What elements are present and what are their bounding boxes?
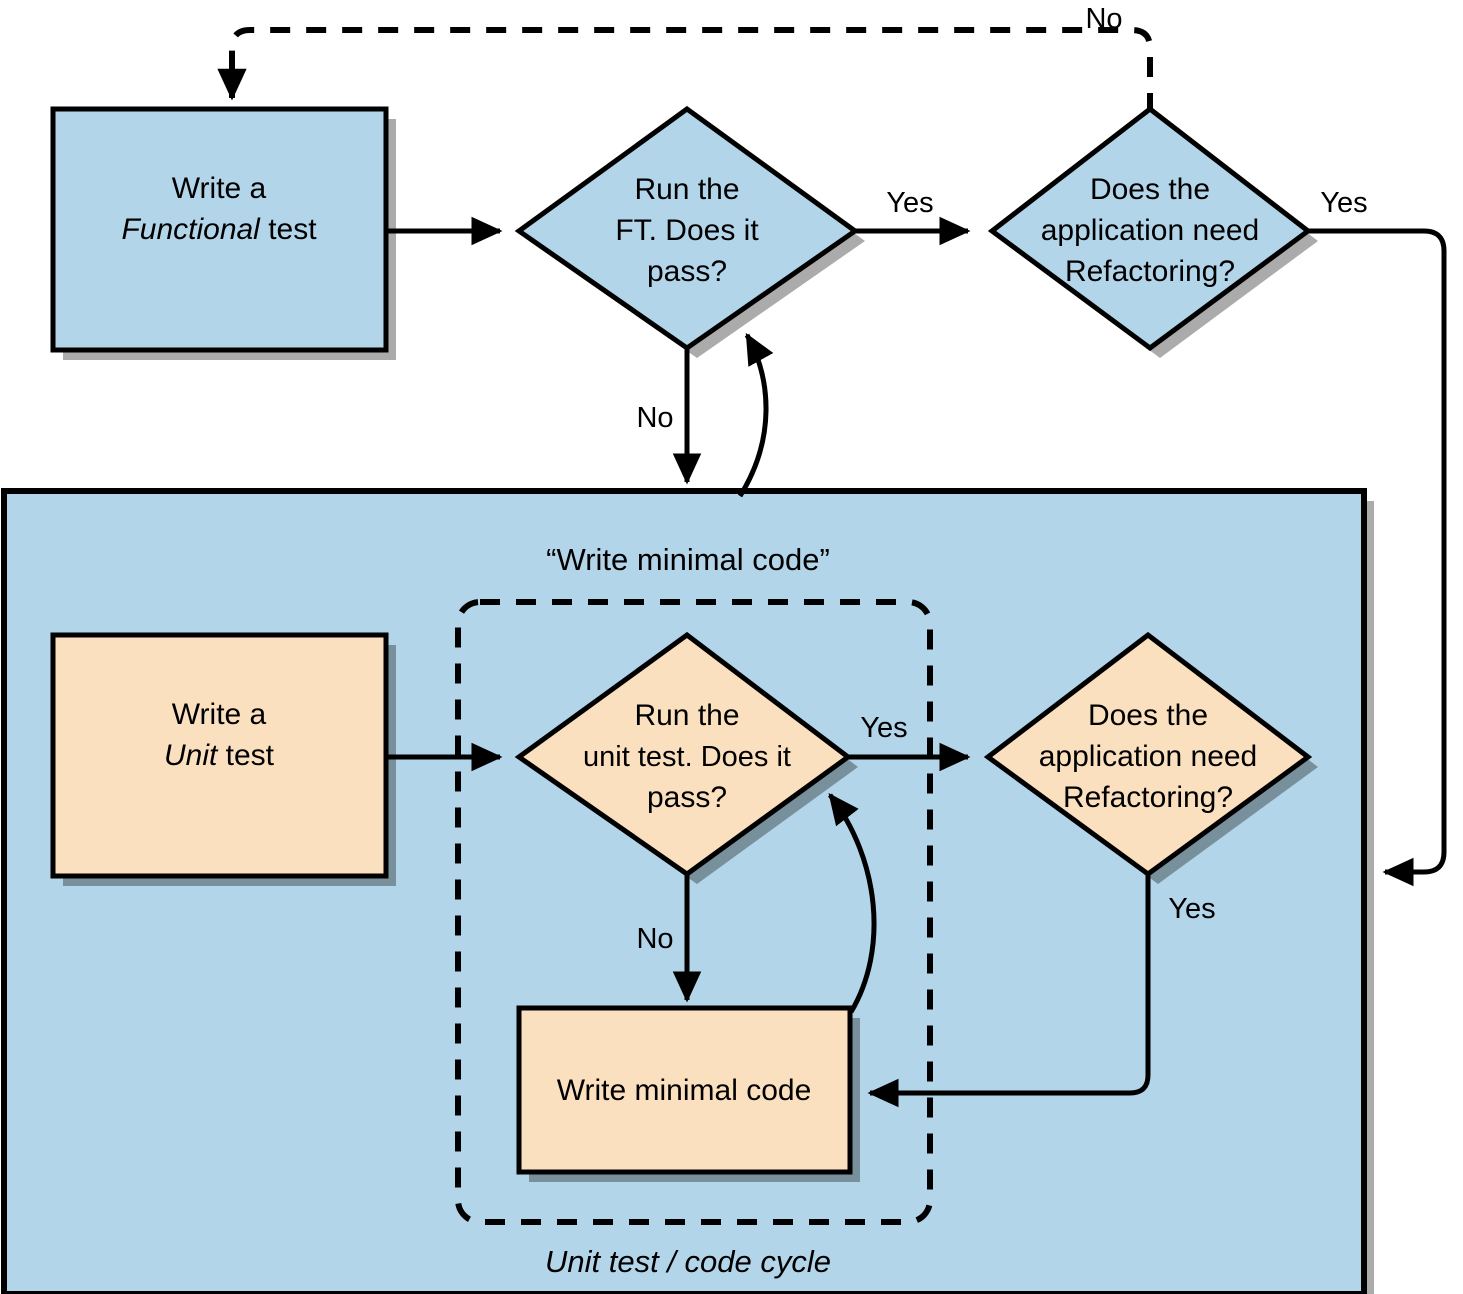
node-inner-refactoring-decision[interactable]: Does the application need Refactoring? — [983, 631, 1318, 884]
node-run-functional-test-decision[interactable]: Run the FT. Does it pass? — [514, 105, 865, 358]
outer-refactor-line3: Refactoring? — [1065, 255, 1235, 288]
node-write-unit-test[interactable]: Write a Unit test — [50, 632, 396, 886]
write-unit-test-line1: Write a — [172, 698, 267, 731]
write-functional-test-emphasis: Functional — [121, 213, 261, 246]
label-outer-refactor-no: No — [1085, 3, 1122, 35]
caption-unit-test-code-cycle: Unit test / code cycle — [545, 1244, 831, 1279]
run-ft-line2: FT. Does it — [615, 214, 759, 247]
write-unit-test-emphasis: Unit — [164, 739, 219, 772]
outer-refactor-line1: Does the — [1090, 173, 1210, 206]
node-write-minimal-code[interactable]: Write minimal code — [516, 1005, 860, 1182]
write-unit-test-line2-rest: test — [217, 739, 274, 772]
run-unit-line1: Run the — [634, 699, 739, 732]
connector-minimalcode-back-to-runft — [737, 332, 774, 498]
node-outer-refactoring-decision[interactable]: Does the application need Refactoring? — [987, 105, 1318, 358]
run-unit-line3: pass? — [647, 781, 727, 814]
run-ft-line3: pass? — [647, 255, 727, 288]
label-outer-ft-no: No — [636, 402, 673, 434]
caption-write-minimal-code: “Write minimal code” — [546, 542, 830, 577]
write-functional-test-line2-rest: test — [260, 213, 317, 246]
write-unit-test-line2: Unit test — [164, 739, 275, 772]
write-functional-test-line2: Functional test — [121, 213, 317, 246]
write-minimal-code-label: Write minimal code — [557, 1074, 812, 1107]
write-functional-test-line1: Write a — [172, 172, 267, 205]
node-write-functional-test[interactable]: Write a Functional test — [50, 106, 396, 360]
node-run-unit-test-decision[interactable]: Run the unit test. Does it pass? — [514, 631, 858, 884]
label-inner-refactor-yes: Yes — [1168, 893, 1215, 925]
connector-minimalcode-back-to-rununit — [828, 793, 877, 1014]
label-inner-unit-no: No — [636, 923, 673, 955]
outer-refactor-line2: application need — [1041, 214, 1260, 247]
label-inner-unit-yes: Yes — [860, 712, 907, 744]
run-ft-line1: Run the — [634, 173, 739, 206]
inner-refactor-line1: Does the — [1088, 699, 1208, 732]
run-unit-line2: unit test. Does it — [583, 741, 791, 773]
connector-refactor-yes-right-loop — [1308, 228, 1447, 887]
label-outer-refactor-yes: Yes — [1320, 187, 1367, 219]
connector-refactor-no-dashed — [217, 27, 1153, 113]
inner-refactor-line2: application need — [1039, 740, 1258, 773]
connector-inner-refactor-yes-to-minimalcode — [867, 872, 1151, 1108]
inner-refactor-line3: Refactoring? — [1063, 781, 1233, 814]
label-outer-ft-yes: Yes — [886, 187, 933, 219]
